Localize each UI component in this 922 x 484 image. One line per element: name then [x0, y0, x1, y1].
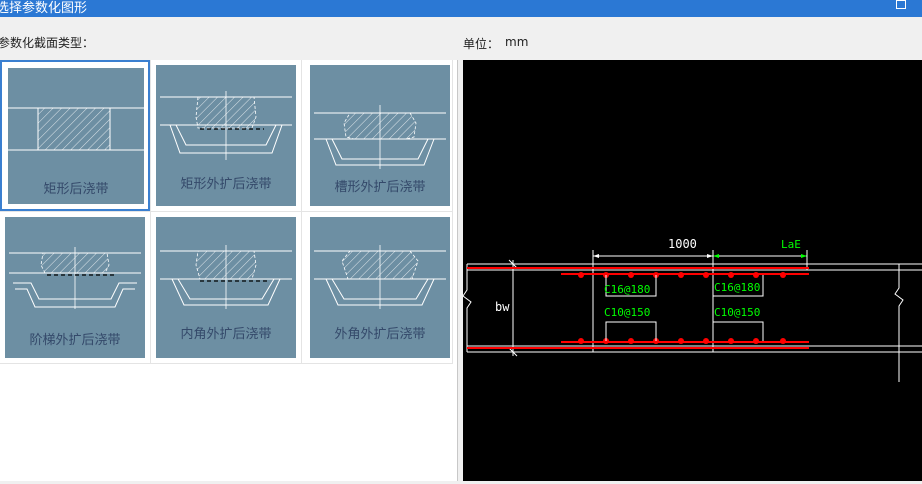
shape-thumbnail: 外角外扩后浇带	[310, 217, 450, 358]
shape-tile-rect[interactable]: 矩形后浇带	[0, 60, 151, 212]
unit-label: 单位：	[463, 37, 500, 51]
dimension-1000-label: 1000	[668, 237, 697, 251]
lae-label: LaE	[781, 238, 801, 251]
shape-thumbnail: 矩形后浇带	[8, 68, 144, 204]
shape-thumbnail: 内角外扩后浇带	[156, 217, 296, 358]
leader-lines	[605, 275, 764, 341]
rebar-lines	[467, 267, 809, 349]
shape-tile-inner-corner-ext[interactable]: 内角外扩后浇带	[151, 212, 302, 364]
window-title: 选择参数化图形	[0, 1, 88, 16]
preview-drawing: 1000 LaE bw	[462, 237, 922, 382]
maximize-icon[interactable]	[896, 0, 906, 9]
slab-outline	[462, 259, 922, 382]
dimension-lines	[592, 250, 808, 352]
unit-value: mm	[505, 35, 529, 49]
section-type-label: 参数化截面类型：	[0, 36, 95, 50]
shape-name: 矩形后浇带	[43, 182, 109, 197]
rebar-top-left-label: C16@180	[604, 283, 650, 296]
shape-thumbnail: 矩形外扩后浇带	[156, 65, 296, 206]
bw-label: bw	[495, 300, 510, 314]
shape-name: 阶梯外扩后浇带	[29, 333, 121, 348]
inner-corner-ext-section-icon	[160, 245, 292, 309]
title-bar: 选择参数化图形	[0, 0, 922, 17]
shape-name: 外角外扩后浇带	[334, 327, 426, 342]
rect-ext-section-icon	[160, 91, 292, 160]
rebar-top-right-label: C16@180	[714, 281, 760, 294]
shape-tile-groove-ext[interactable]: 槽形外扩后浇带	[302, 60, 453, 212]
shape-name: 矩形外扩后浇带	[180, 177, 272, 192]
shape-name: 内角外扩后浇带	[180, 327, 272, 342]
groove-ext-section-icon	[314, 105, 446, 169]
rebar-bottom-right-label: C10@150	[714, 306, 760, 319]
shape-gallery: 矩形后浇带 矩形外扩后浇带	[0, 60, 458, 481]
outer-corner-ext-section-icon	[314, 245, 446, 309]
step-ext-section-icon	[9, 247, 141, 309]
shape-thumbnail: 槽形外扩后浇带	[310, 65, 450, 206]
shape-tile-step-ext[interactable]: 阶梯外扩后浇带	[0, 212, 151, 364]
shape-name: 槽形外扩后浇带	[334, 180, 426, 195]
rect-section-icon	[8, 107, 144, 151]
shape-tile-rect-ext[interactable]: 矩形外扩后浇带	[151, 60, 302, 212]
rebar-bottom-left-label: C10@150	[604, 306, 650, 319]
shape-thumbnail: 阶梯外扩后浇带	[5, 217, 145, 358]
shape-tile-outer-corner-ext[interactable]: 外角外扩后浇带	[302, 212, 453, 364]
preview-canvas: 1000 LaE bw	[462, 60, 922, 481]
